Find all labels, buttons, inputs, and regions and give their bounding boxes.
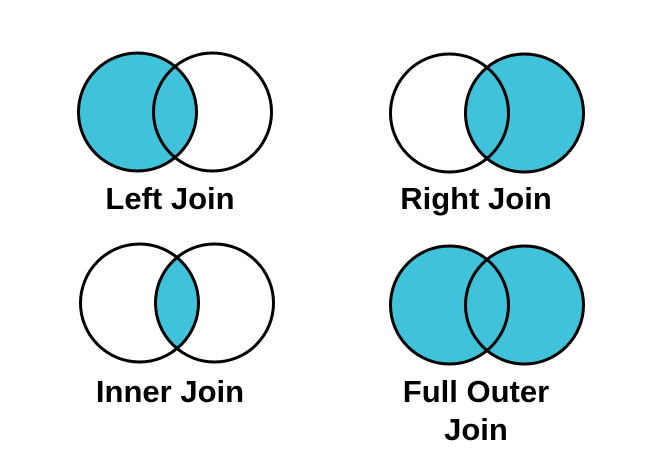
right-circle-outline [464,52,585,174]
label-right-join: Right Join [400,181,552,216]
venn-diagram-full-outer-join [389,244,585,366]
left-circle-outline [389,52,510,174]
highlight-region-left [78,53,197,171]
highlight-region-right [465,54,584,172]
left-circle-outline [79,242,200,364]
label-full-outer-join: Full Outer Join [402,374,550,447]
venn-diagram-left-join [77,51,273,173]
left-circle-outline [389,244,510,366]
right-circle-outline [152,51,273,173]
label-inner-join: Inner Join [95,374,245,409]
right-circle-outline [464,244,585,366]
left-circle-outline [77,51,198,173]
venn-diagram-right-join [389,52,585,174]
highlight-region-right [465,246,584,364]
label-left-join: Left Join [105,181,235,216]
right-circle-outline [154,242,275,364]
venn-diagram-inner-join [79,242,275,364]
highlight-region-intersection [155,244,199,362]
